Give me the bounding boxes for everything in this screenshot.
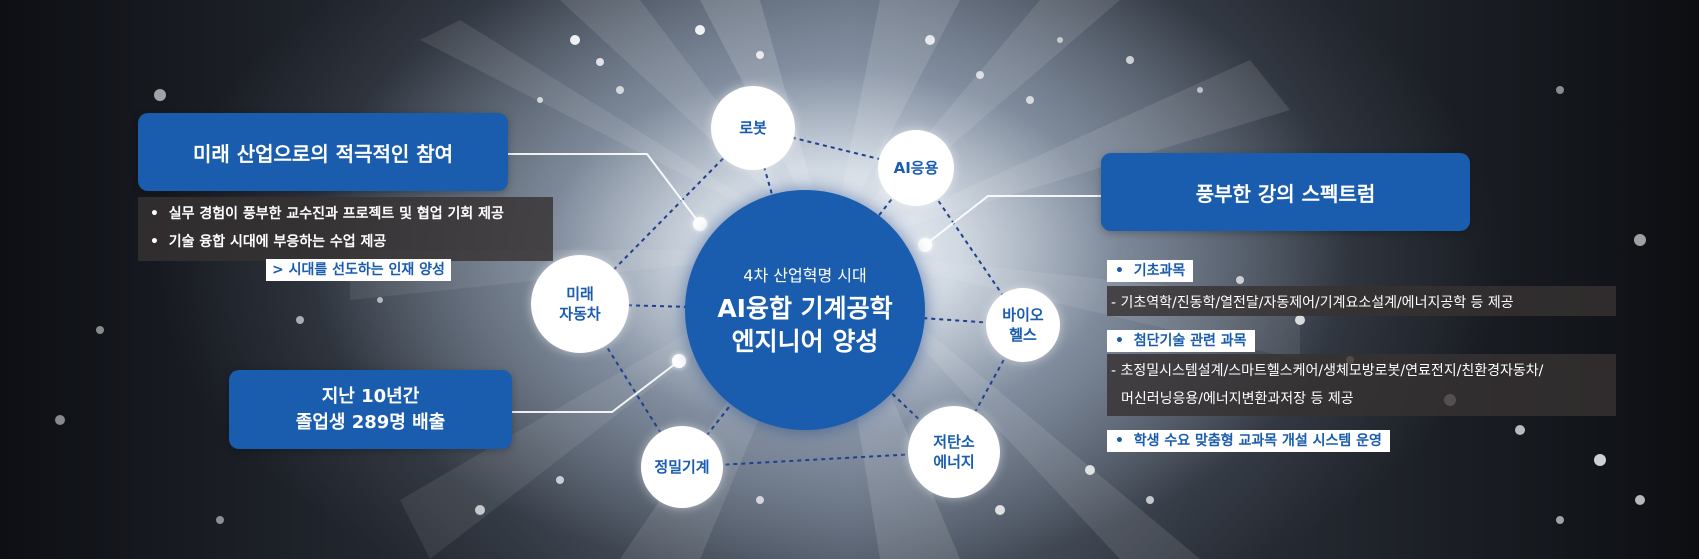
section-heading-basic: • 기초과목 [1107,260,1194,282]
node-biohealth: 바이오 헬스 [986,288,1060,362]
right-title: 풍부한 강의 스펙트럼 [1195,181,1376,206]
section-advanced-text-2: 머신러닝응용/에너지변환과저장 등 제공 [1121,391,1354,407]
node-biohealth-label-2: 헬스 [1009,326,1037,344]
section-basic-panel: - 기초역학/진동학/열전달/자동제어/기계요소설계/에너지공학 등 제공 [1107,286,1616,316]
center-title-line-1: AI융합 기계공학 [717,294,893,323]
section-heading-custom: • 학생 수요 맞춤형 교과목 개설 시스템 운영 [1107,430,1390,452]
node-biohealth-label-1: 바이오 [1002,306,1044,324]
center-subtitle: 4차 산업혁명 시대 [743,266,867,285]
list-item: • 기술 융합 시대에 부응하는 수업 제공 [150,231,386,251]
left-top-tag: > 시대를 선도하는 인재 양성 [266,259,451,281]
left-top-title: 미래 산업으로의 적극적인 참여 [192,141,454,166]
node-robot: 로봇 [711,86,795,170]
node-ai: AI응용 [878,130,954,206]
center-title-line-2: 엔지니어 양성 [731,327,879,356]
node-low-carbon-energy: 저탄소 에너지 [908,406,1000,498]
node-energy-label-1: 저탄소 [933,433,975,451]
section-basic-text: - 기초역학/진동학/열전달/자동제어/기계요소설계/에너지공학 등 제공 [1111,295,1514,311]
node-energy-label-2: 에너지 [933,453,975,471]
node-precision-label: 정밀기계 [654,458,710,476]
right-title-box: 풍부한 강의 스펙트럼 [1101,153,1470,231]
left-bottom-stat-box: 지난 10년간 졸업생 289명 배출 [229,370,512,449]
connector-dot [672,354,686,368]
bullet: • [1115,263,1124,279]
list-item: • 실무 경험이 풍부한 교수진과 프로젝트 및 협업 기회 제공 [150,203,504,223]
connector-dot [918,238,932,252]
bullet: • [150,234,159,250]
section-heading-text: 기초과목 [1133,263,1186,279]
section-advanced-panel: - 초정밀시스템설계/스마트헬스케어/생체모방로봇/연료전지/친환경자동차/ 머… [1107,354,1616,416]
connector-dot [693,217,707,231]
left-bottom-line-1: 지난 10년간 [321,385,420,407]
node-precision-machine: 정밀기계 [641,426,723,508]
section-heading-text: 첨단기술 관련 과목 [1133,333,1247,349]
left-top-list-panel: • 실무 경험이 풍부한 교수진과 프로젝트 및 협업 기회 제공 • 기술 융… [138,197,553,261]
center-circle: 4차 산업혁명 시대 AI융합 기계공학 엔지니어 양성 [685,190,925,430]
section-heading-advanced: • 첨단기술 관련 과목 [1107,330,1255,352]
list-item-text: 실무 경험이 풍부한 교수진과 프로젝트 및 협업 기회 제공 [168,206,504,222]
section-heading-text: 학생 수요 맞춤형 교과목 개설 시스템 운영 [1133,433,1382,449]
list-item-text: 기술 융합 시대에 부응하는 수업 제공 [168,234,387,250]
node-future-car-label-2: 자동차 [559,305,601,323]
node-future-car: 미래 자동차 [531,255,629,353]
node-robot-label: 로봇 [739,119,767,137]
node-ai-label: AI응용 [893,159,939,177]
bullet: • [150,206,159,222]
left-top-title-box: 미래 산업으로의 적극적인 참여 [138,113,508,191]
section-advanced-text-1: - 초정밀시스템설계/스마트헬스케어/생체모방로봇/연료전지/친환경자동차/ [1111,363,1544,379]
bullet: • [1115,333,1124,349]
left-bottom-line-2: 졸업생 289명 배출 [295,411,446,433]
bullet: • [1115,433,1124,449]
node-future-car-label-1: 미래 [566,285,594,303]
